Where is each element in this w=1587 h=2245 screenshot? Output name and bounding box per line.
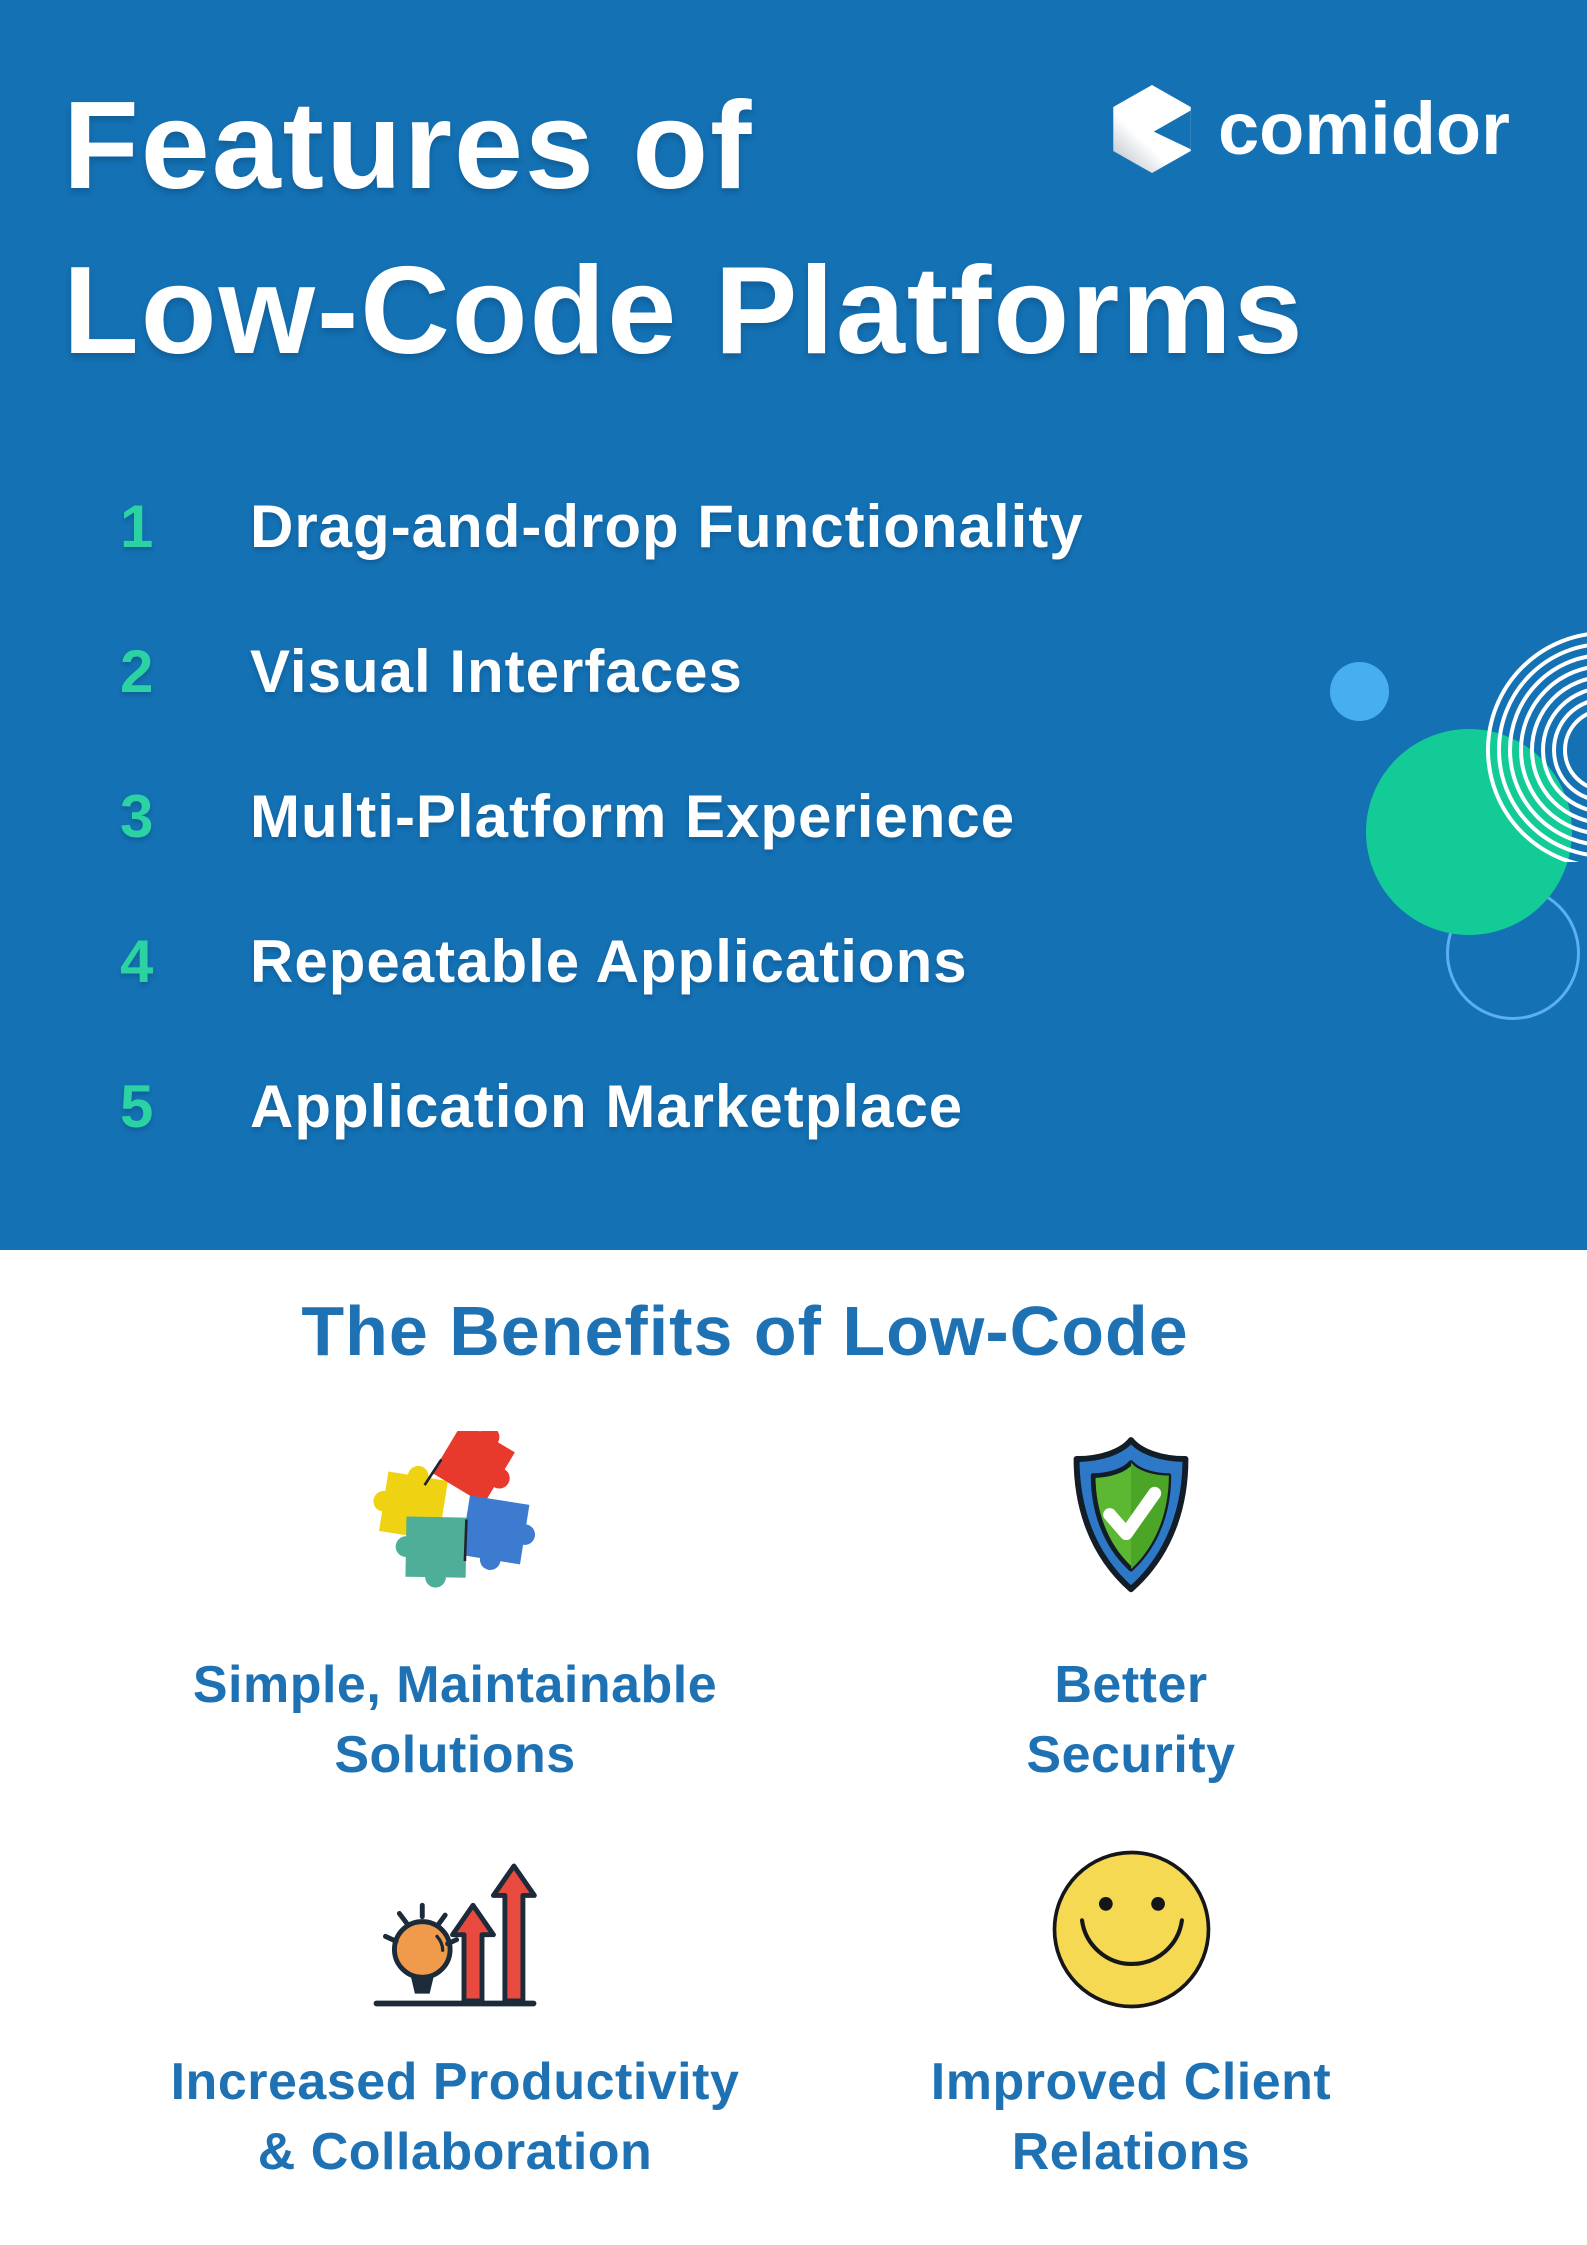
benefit-label: Increased Productivity & Collaboration [170,2052,740,2182]
feature-label: Application Marketplace [250,1072,964,1140]
comidor-logo: comidor [1108,84,1510,174]
benefit-icon-box [1060,1415,1202,1620]
feature-number: 1 [120,492,154,560]
feature-label: Visual Interfaces [250,637,743,705]
benefit-icon-box [369,1415,541,1620]
feature-item: 1 Drag-and-drop Functionality [120,492,1587,560]
benefit-icon-box [1049,1842,1214,2017]
feature-item: 4 Repeatable Applications [120,927,1587,995]
productivity-growth-icon [373,1863,537,2007]
feature-list: 1 Drag-and-drop Functionality 2 Visual I… [120,492,1587,1140]
concentric-rings-icon [1486,632,1587,862]
small-blue-circle [1330,662,1389,721]
benefit-label: Improved Client Relations [930,2052,1332,2182]
benefits-section: The Benefits of Low-Code [0,1250,1587,2245]
benefit-card: Simple, Maintainable Solutions [117,1415,793,1790]
feature-number: 2 [120,637,154,705]
feature-number: 3 [120,782,154,850]
puzzle-icon [373,1431,536,1588]
benefit-label: Better Security [1026,1655,1236,1784]
benefit-grid: Simple, Maintainable Solutions Better Se… [117,1415,1470,2188]
comidor-hexagon-icon [1113,85,1191,173]
benefit-label: Simple, Maintainable Solutions [192,1655,718,1784]
feature-number: 5 [120,1072,154,1140]
smiley-face-icon [1052,1850,1210,2009]
benefit-card: Better Security [793,1415,1469,1790]
feature-label: Multi-Platform Experience [250,782,1016,850]
benefit-card: Increased Productivity & Collaboration [117,1842,793,2187]
feature-item: 3 Multi-Platform Experience [120,782,1587,850]
feature-item: 2 Visual Interfaces [120,637,1587,705]
feature-number: 4 [120,927,154,995]
benefit-icon-box [365,1842,545,2017]
benefit-card: Improved Client Relations [793,1842,1469,2187]
hero-section: comidor Features of Low-Code Platforms 1… [0,0,1587,1250]
feature-label: Repeatable Applications [250,927,968,995]
comidor-wordmark: comidor [1218,87,1510,170]
feature-label: Drag-and-drop Functionality [250,492,1084,560]
feature-item: 5 Application Marketplace [120,1072,1587,1140]
page-title: Features of Low-Code Platforms [63,77,1305,380]
shield-check-icon [1073,1437,1189,1593]
benefits-heading: The Benefits of Low-Code [301,1292,1189,1370]
